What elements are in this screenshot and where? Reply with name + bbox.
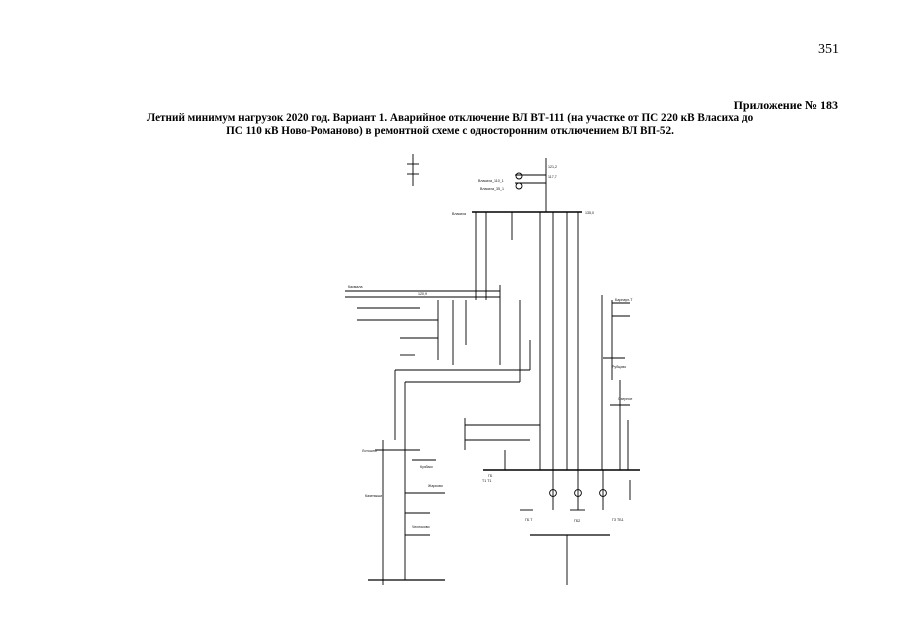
title-line-1: Летний минимум нагрузок 2020 год. Вариан… (146, 112, 754, 124)
page-title: Летний минимум нагрузок 2020 год. Вариан… (60, 112, 840, 138)
label-bus-121: 121,2 (548, 165, 557, 169)
label-ps-tb2: ГБ2 (574, 519, 580, 523)
label-barnaul-t: Барнаул-Т (615, 298, 633, 302)
transformer-gb-2 (574, 489, 582, 497)
label-bus-135: 135,0 (585, 211, 594, 215)
label-kazenyshi: Казеныши (365, 494, 382, 498)
label-gb: ГБ (488, 474, 493, 478)
transformer-gb-3 (599, 489, 607, 497)
label-bus-120: 120,9 (418, 292, 427, 296)
title-line-2: ПС 110 кВ Ново-Романово) в ремонтной схе… (226, 125, 674, 137)
page-number: 351 (818, 42, 839, 57)
label-vlasikha: Власиха (452, 212, 466, 216)
transformer-top-1 (515, 172, 523, 180)
appendix-label: Приложение № 183 (733, 98, 838, 112)
label-rubtsovsk: Рубцово (612, 365, 626, 369)
label-bus-117: 117,7 (548, 175, 557, 179)
label-kasmala: Касмала (348, 285, 362, 289)
label-ps-tb4: ГЗ ТБ1 (612, 518, 624, 522)
label-kuzbass: Кузбасс (420, 465, 433, 469)
label-lotoshno: Лотошно (362, 449, 377, 453)
transformer-top-2 (515, 182, 523, 190)
label-ozernoe: Озерное (618, 397, 632, 401)
label-chesnokovo: Чесноково (412, 525, 430, 529)
label-vlasikha-bus: Власиха_110_1 (478, 179, 504, 183)
label-ps-tb3: Т1 Т1 (482, 479, 491, 483)
label-zharkovo: Жарково (428, 484, 443, 488)
label-vlasikha-bus2: Власиха_35_1 (480, 187, 504, 191)
transformer-gb-1 (549, 489, 557, 497)
label-ps-tb1: ГБ Т (525, 518, 533, 522)
